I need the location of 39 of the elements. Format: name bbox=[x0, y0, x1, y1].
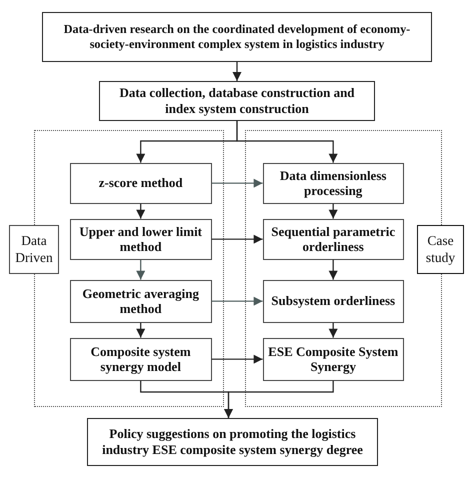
process-box bbox=[70, 338, 212, 381]
arrow bbox=[232, 62, 242, 81]
arrow bbox=[136, 260, 146, 280]
process-box bbox=[262, 162, 404, 204]
arrow bbox=[224, 380, 334, 418]
arrow bbox=[212, 354, 263, 364]
process-box bbox=[42, 12, 432, 62]
process-box bbox=[70, 218, 212, 260]
label-box bbox=[9, 225, 59, 274]
arrow bbox=[212, 234, 263, 244]
process-box bbox=[70, 280, 212, 323]
box-label: Data-driven research on the coordinated development of economy-society-environment complex system in logistics industry bbox=[62, 22, 412, 52]
box-label: z-score method bbox=[98, 175, 183, 191]
process-box bbox=[87, 418, 378, 466]
arrow bbox=[328, 204, 338, 219]
box-label: Sequential parametric orderliness bbox=[270, 224, 396, 255]
arrow bbox=[136, 322, 146, 338]
process-box bbox=[70, 162, 212, 204]
box-label: Composite system synergy model bbox=[90, 344, 192, 375]
box-label: Geometric averaging method bbox=[81, 286, 200, 317]
box-label: Subsystem orderliness bbox=[271, 293, 396, 309]
arrow bbox=[236, 121, 338, 163]
box-label: Data dimensionless processing bbox=[278, 168, 388, 199]
box-label: ESE Composite System Synergy bbox=[267, 344, 400, 375]
box-label: Policy suggestions on promoting the logistics industry ESE composite system synergy degree bbox=[101, 426, 364, 458]
process-box bbox=[262, 338, 404, 381]
box-label: Data collection, database construction and index system construction bbox=[118, 85, 356, 117]
arrow bbox=[328, 260, 338, 280]
process-box bbox=[262, 280, 404, 323]
arrow bbox=[328, 322, 338, 338]
side-label: Case study bbox=[424, 232, 456, 266]
box-label: Upper and lower limit method bbox=[78, 224, 204, 255]
label-box bbox=[417, 225, 464, 274]
process-box bbox=[262, 218, 404, 260]
arrow bbox=[212, 178, 263, 188]
side-label: Data Driven bbox=[14, 232, 54, 266]
process-box bbox=[99, 81, 375, 121]
arrow bbox=[136, 204, 146, 219]
arrow bbox=[212, 296, 263, 306]
